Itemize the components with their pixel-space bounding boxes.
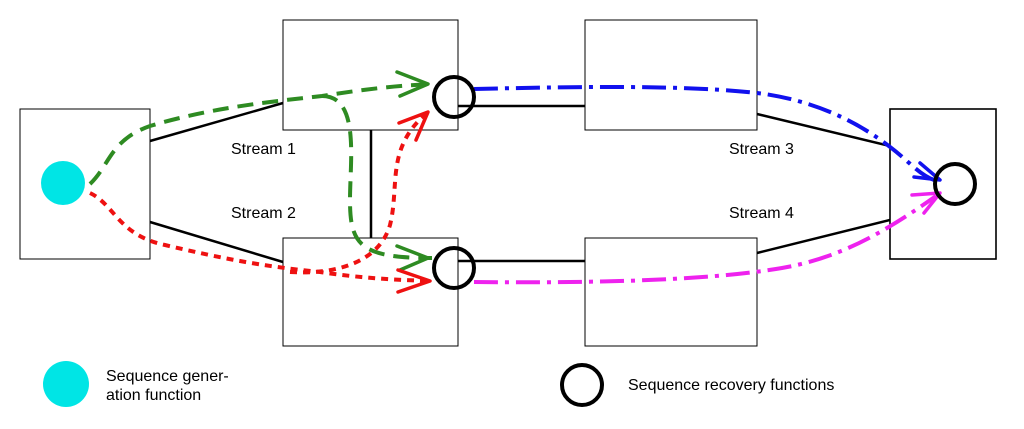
link-source-to-relay1 (149, 101, 284, 143)
red-path-to-lower-recovery (89, 191, 433, 283)
blue-arrowhead (912, 161, 942, 182)
green-arrowhead-upper (395, 70, 430, 98)
sequence-recovery-lower (432, 246, 476, 290)
blue-path-stream3 (473, 84, 935, 182)
legend-generation-symbol (43, 361, 89, 407)
green-path-to-lower-recovery (321, 94, 433, 260)
sequence-generation-function (41, 161, 85, 205)
source-node-box (19, 108, 151, 260)
legend-recovery-symbol (560, 363, 604, 407)
link-source-to-relay2 (149, 220, 284, 264)
stream-2-label: Stream 2 (231, 205, 296, 222)
magenta-arrowhead (910, 191, 942, 215)
stream-4-label: Stream 4 (729, 205, 794, 222)
red-path-to-upper-recovery (289, 110, 430, 275)
sequence-recovery-upper (432, 75, 476, 119)
legend-generation-label-line1: Sequence gener- (106, 368, 229, 385)
legend-generation-label-line2: ation function (106, 387, 201, 404)
relay-box-4 (584, 237, 758, 347)
link-relay4-to-destination (756, 218, 891, 255)
link-relay3-to-destination (756, 112, 891, 148)
green-arrowhead-lower (395, 244, 430, 272)
destination-node-box (889, 108, 997, 260)
green-path-to-upper-recovery (88, 82, 433, 186)
sequence-recovery-destination (933, 162, 977, 206)
magenta-path-stream4 (473, 194, 938, 285)
stream-1-label: Stream 1 (231, 141, 296, 158)
red-arrowhead-upper (397, 110, 430, 142)
stream-3-label: Stream 3 (729, 141, 794, 158)
relay-box-3 (584, 19, 758, 131)
relay-box-1 (282, 19, 459, 131)
red-arrowhead-lower (396, 268, 432, 294)
legend-recovery-label: Sequence recovery functions (628, 377, 834, 394)
